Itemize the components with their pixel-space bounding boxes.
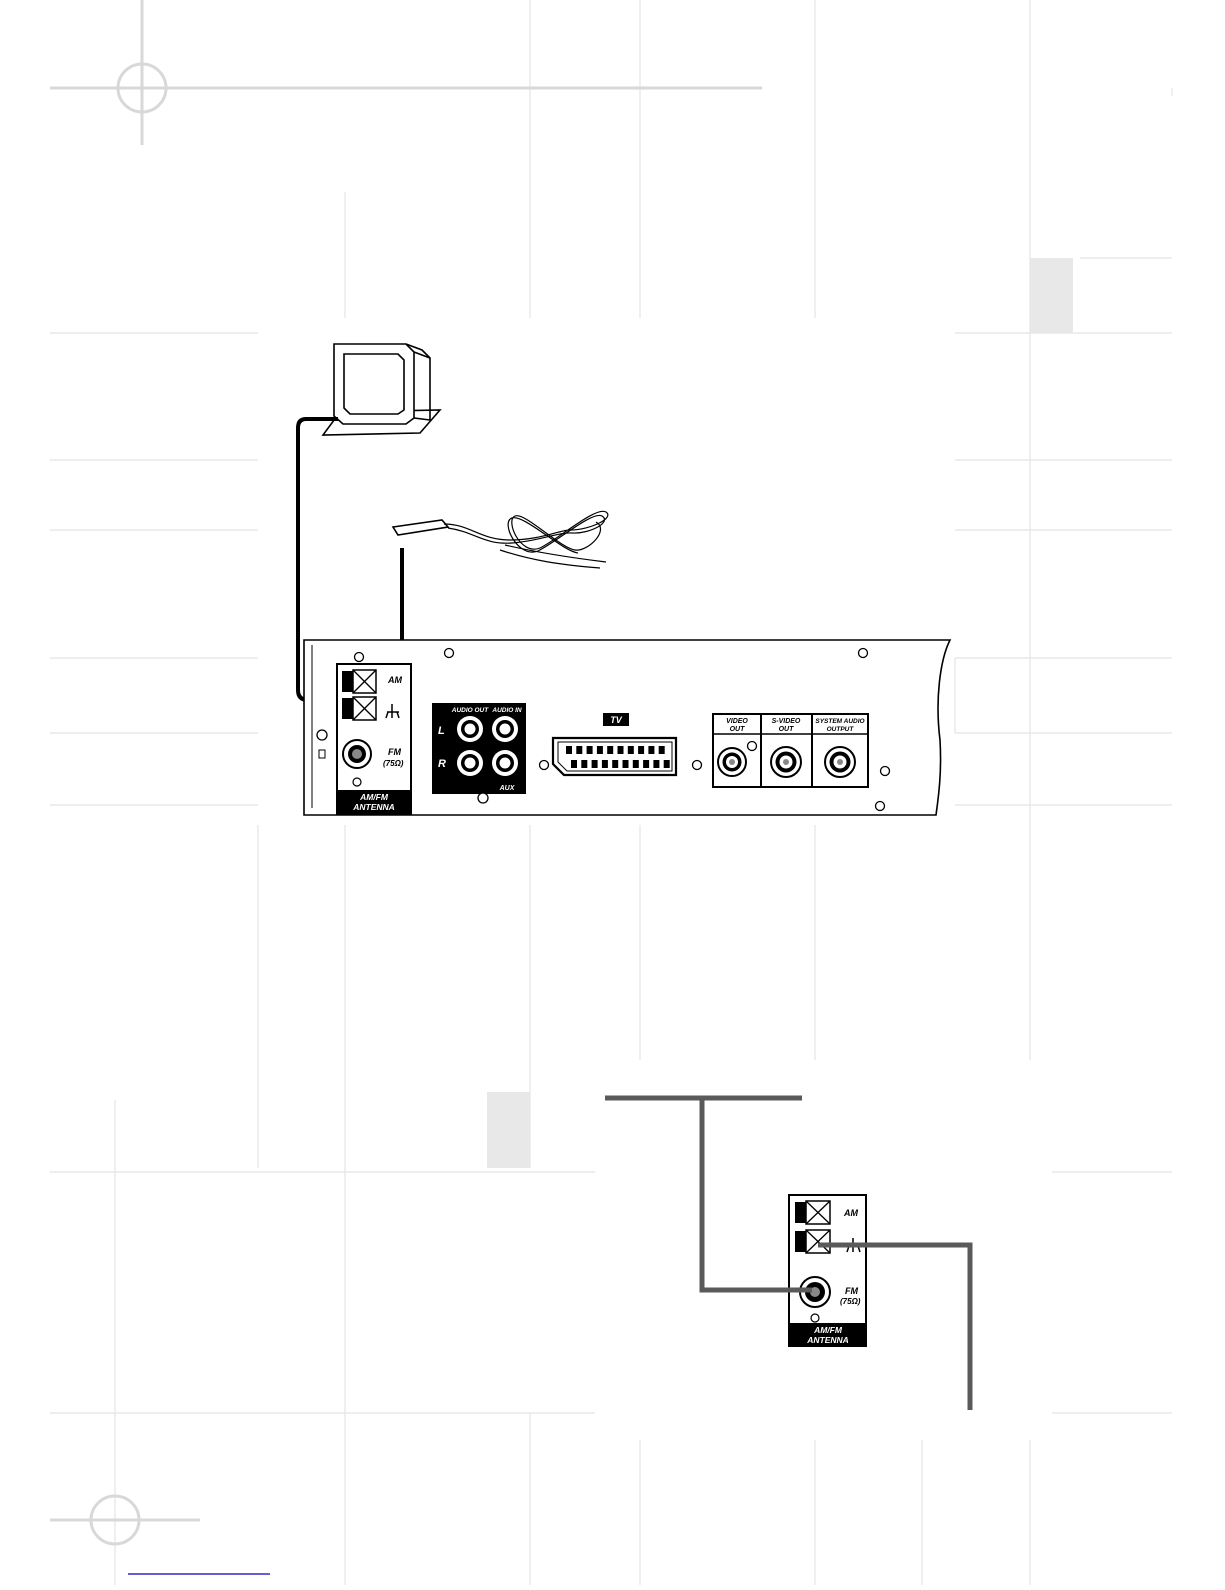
screw-hole xyxy=(317,730,327,740)
svideo-out-label-line2: OUT xyxy=(779,726,795,733)
scart-pin xyxy=(576,746,582,754)
scart-pin xyxy=(592,760,598,768)
scart-pin xyxy=(623,760,629,768)
scart-pin xyxy=(628,746,634,754)
screw-hole xyxy=(876,802,885,811)
screw-hole xyxy=(693,761,702,770)
guide-block-top-right xyxy=(1030,258,1073,333)
detail-fm-label: FM xyxy=(845,1286,858,1296)
rear-panel: AM FM (75Ω) AM/FM ANTENNA AUDIO OUT xyxy=(304,640,950,815)
rca-jack-icon xyxy=(457,716,483,742)
rca-jack-icon xyxy=(492,750,518,776)
rca-jack-icon xyxy=(825,747,855,777)
detail-antenna-panel: AM FM (75Ω) AM/FM ANTENNA xyxy=(605,1098,970,1410)
crop-mark-icon xyxy=(50,0,762,145)
rca-jack-icon xyxy=(457,750,483,776)
antenna-terminal-section: AM FM (75Ω) AM/FM ANTENNA xyxy=(337,653,411,815)
scart-pin xyxy=(581,760,587,768)
guide-block-bottom-left xyxy=(487,1092,530,1168)
crop-mark-icon xyxy=(50,1496,200,1544)
scart-pin xyxy=(618,746,624,754)
video-out-label-line1: VIDEO xyxy=(726,718,748,725)
detail-fm-impedance-label: (75Ω) xyxy=(840,1297,861,1306)
video-out-label-line2: OUT xyxy=(730,726,746,733)
scart-pin xyxy=(612,760,618,768)
scart-pin xyxy=(659,746,665,754)
am-loop-antenna-icon xyxy=(323,344,440,435)
system-audio-label-line2: OUTPUT xyxy=(827,726,855,733)
svideo-jack-icon xyxy=(771,747,801,777)
detail-am-label: AM xyxy=(843,1208,858,1218)
antenna-title-line2: ANTENNA xyxy=(352,802,395,812)
scart-pin xyxy=(597,746,603,754)
scart-pin xyxy=(638,746,644,754)
scart-pin xyxy=(664,760,670,768)
detail-antenna-title-line1: AM/FM xyxy=(813,1325,843,1335)
fm-label: FM xyxy=(388,747,401,757)
audio-section: AUDIO OUT AUDIO IN L R AUX xyxy=(432,703,526,803)
am-label: AM xyxy=(387,675,402,685)
rca-jack-icon xyxy=(492,716,518,742)
right-channel-label: R xyxy=(438,758,446,770)
scart-pin xyxy=(607,746,613,754)
audio-in-label: AUDIO IN xyxy=(491,707,522,714)
screw-hole xyxy=(540,761,549,770)
antenna-title-line1: AM/FM xyxy=(359,792,389,802)
tv-label: TV xyxy=(610,715,622,725)
scart-pin xyxy=(643,760,649,768)
svideo-out-label-line1: S-VIDEO xyxy=(772,718,801,725)
scart-pin xyxy=(587,746,593,754)
scart-pin xyxy=(653,760,659,768)
scart-pin xyxy=(633,760,639,768)
scart-pin xyxy=(566,746,572,754)
rca-jack-icon xyxy=(718,748,746,776)
system-audio-label-line1: SYSTEM AUDIO xyxy=(815,718,864,725)
scart-pin xyxy=(648,746,654,754)
detail-antenna-title-line2: ANTENNA xyxy=(806,1335,849,1345)
screw-hole xyxy=(859,649,868,658)
screw-hole xyxy=(881,767,890,776)
left-channel-label: L xyxy=(438,725,445,737)
screw-hole xyxy=(355,653,364,662)
scart-pin xyxy=(571,760,577,768)
aux-label: AUX xyxy=(499,785,516,792)
scart-pin xyxy=(602,760,608,768)
fm-wire-antenna-icon xyxy=(393,511,608,568)
screw-hole xyxy=(445,649,454,658)
fm-impedance-label: (75Ω) xyxy=(383,759,404,768)
fm-jack xyxy=(343,740,371,768)
video-section: VIDEO OUT S-VIDEO OUT SYSTEM AUDIO OUTPU… xyxy=(713,714,868,787)
audio-out-label: AUDIO OUT xyxy=(451,707,490,714)
lock-icon xyxy=(319,750,325,758)
